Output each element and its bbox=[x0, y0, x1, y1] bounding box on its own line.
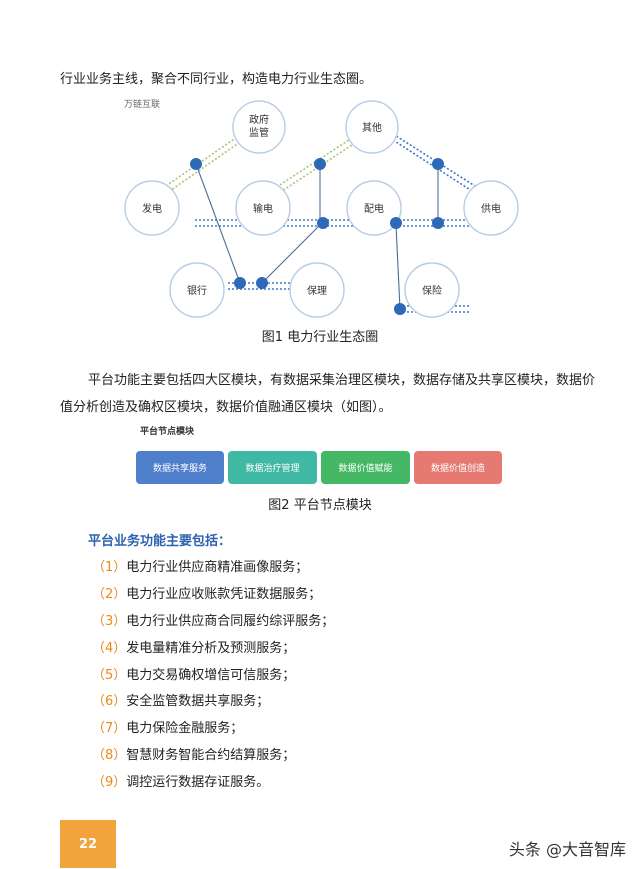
list-item: （1）电力行业供应商精准画像服务； bbox=[92, 560, 309, 575]
node-peidian-label: 配电 bbox=[364, 202, 384, 215]
list-item: （7）电力保险金融服务； bbox=[92, 721, 244, 736]
node-insurance-circle bbox=[404, 262, 460, 318]
ecosystem-diagram: 政府 监管 其他 发电 输电 配电 供电 银行 保理 保险 bbox=[124, 100, 519, 318]
node-insurance-label: 保险 bbox=[422, 284, 442, 297]
node-other-label: 其他 bbox=[362, 121, 382, 134]
node-gongdian-circle bbox=[463, 180, 519, 236]
intro-text: 行业业务主线，聚合不同行业，构造电力行业生态圈。 bbox=[60, 72, 373, 87]
paragraph-line-2: 值分析创造及确权区模块，数据价值融通区模块（如图）。 bbox=[60, 400, 392, 415]
module-value-creation: 数据价值创造 bbox=[414, 451, 502, 484]
node-gongdian-label: 供电 bbox=[481, 202, 501, 215]
node-peidian-circle bbox=[346, 180, 402, 236]
figure2-caption: 图2 平台节点模块 bbox=[268, 498, 372, 513]
list-item: （3）电力行业供应商合同履约综评服务； bbox=[92, 614, 335, 629]
list-item: （8）智慧财务智能合约结算服务； bbox=[92, 748, 296, 763]
node-shudian-circle bbox=[235, 180, 291, 236]
module-data-sharing: 数据共享服务 bbox=[136, 451, 224, 484]
node-gov-label-1: 政府 bbox=[249, 113, 269, 126]
list-item: （4）发电量精准分析及预测服务； bbox=[92, 641, 296, 656]
node-fadian-label: 发电 bbox=[142, 202, 162, 215]
node-shudian-label: 输电 bbox=[253, 202, 273, 215]
node-bank-circle bbox=[169, 262, 225, 318]
node-gov-label-2: 监管 bbox=[249, 126, 269, 139]
list-title: 平台业务功能主要包括： bbox=[88, 534, 232, 549]
paragraph-line-1: 平台功能主要包括四大区模块，有数据采集治理区模块，数据存储及共享区模块，数据价 bbox=[88, 373, 596, 388]
list-item: （5）电力交易确权增信可信服务； bbox=[92, 668, 296, 683]
list-item: （9）调控运行数据存证服务。 bbox=[92, 775, 270, 790]
page-number: 22 bbox=[60, 820, 116, 868]
node-gov-circle bbox=[232, 100, 286, 154]
watermark: 头条 @大音智库 bbox=[508, 840, 626, 859]
node-bank-label: 银行 bbox=[187, 284, 207, 297]
node-fadian-circle bbox=[124, 180, 180, 236]
figure1-caption: 图1 电力行业生态圈 bbox=[261, 330, 379, 345]
list-item: （2）电力行业应收账款凭证数据服务； bbox=[92, 587, 322, 602]
brand-label: 万链互联 bbox=[124, 100, 161, 110]
module-data-governance: 数据治疗管理 bbox=[228, 451, 317, 484]
node-other-circle bbox=[345, 100, 399, 154]
module-value-enabling: 数据价值赋能 bbox=[321, 451, 410, 484]
modules-title: 平台节点模块 bbox=[140, 427, 195, 437]
node-baoli-label: 保理 bbox=[307, 284, 327, 297]
node-baoli-circle bbox=[289, 262, 345, 318]
list-item: （6）安全监管数据共享服务； bbox=[92, 694, 270, 709]
